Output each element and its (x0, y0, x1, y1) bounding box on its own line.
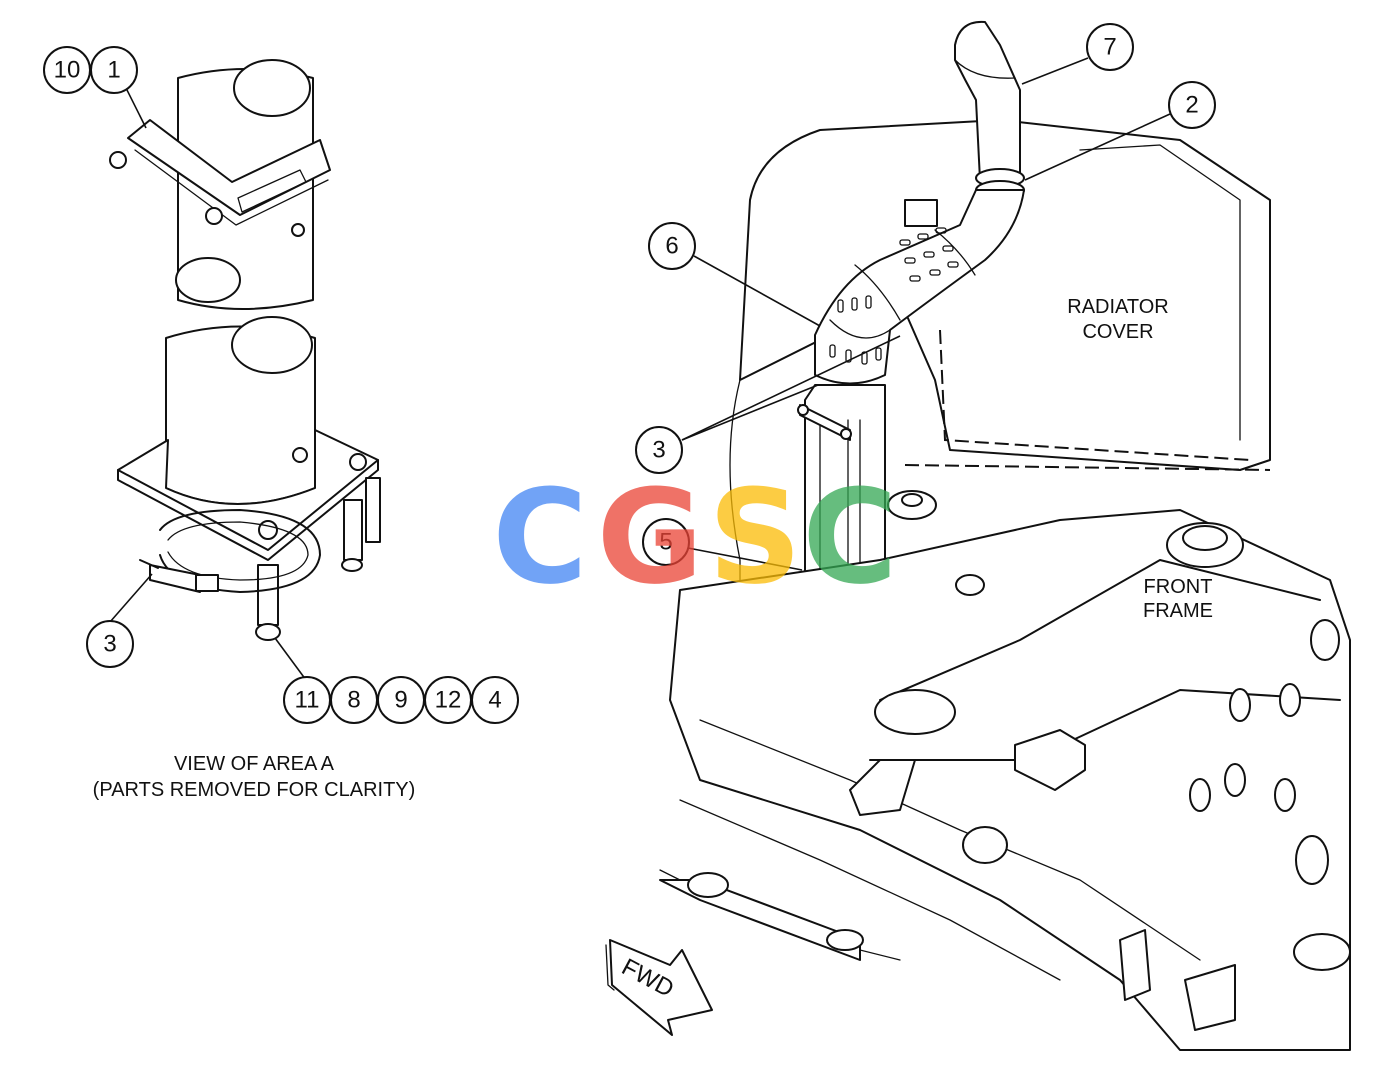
callout-9: 9 (377, 676, 425, 724)
callout-1: 1 (90, 46, 138, 94)
watermark-letter-3: S (708, 461, 802, 613)
engine-cover (729, 119, 1271, 741)
callout-9-number: 9 (394, 687, 407, 714)
detail-view-area-a: 10 1 3 11 8 9 12 4 VIEW OF AR (43, 46, 519, 801)
callout-12: 12 (424, 676, 472, 724)
callout-11-number: 11 (295, 687, 320, 714)
callout-12-number: 12 (435, 687, 462, 714)
perforated-elbow (814, 189, 1025, 385)
callout-4-number: 4 (488, 687, 501, 714)
callout-10: 10 (43, 46, 91, 94)
view-title: VIEW OF AREA A (174, 753, 335, 775)
callout-7-number: 7 (1103, 34, 1116, 61)
callout-3-detail-number: 3 (103, 631, 116, 658)
callout-8: 8 (330, 676, 378, 724)
callout-3-main-number: 3 (652, 437, 665, 464)
callout-10-number: 10 (54, 57, 81, 84)
front-frame-label-line2: FRAME (1143, 600, 1213, 622)
callout-11: 11 (283, 676, 331, 724)
radiator-cover-label-line2: COVER (1082, 321, 1153, 343)
callout-1-number: 1 (107, 57, 120, 84)
mounting-studs (255, 477, 381, 641)
perforation-slots (829, 227, 959, 365)
callout-3-detail: 3 (86, 620, 134, 668)
main-assembly-view: RADIATOR COVER (605, 20, 1351, 1051)
upper-bracket (109, 119, 331, 237)
watermark-letter-1: C (492, 461, 587, 613)
watermark-logo: C G S C (492, 461, 897, 613)
mounting-plate (117, 429, 379, 561)
callout-2-number: 2 (1185, 92, 1198, 119)
callout-8-number: 8 (347, 687, 360, 714)
watermark-letter-4: C (802, 461, 897, 613)
front-frame (659, 490, 1351, 1051)
callout-4: 4 (471, 676, 519, 724)
callout-5: 5 (642, 518, 690, 566)
v-band-clamp (139, 509, 321, 593)
callout-2: 2 (1168, 81, 1216, 129)
view-subtitle: (PARTS REMOVED FOR CLARITY) (93, 779, 416, 801)
front-frame-label-line1: FRONT (1144, 576, 1213, 598)
callout-6-number: 6 (665, 233, 678, 260)
watermark-letter-2: G (597, 461, 704, 613)
callout-7: 7 (1086, 23, 1134, 71)
callout-3-main: 3 (635, 426, 683, 474)
lower-cylinder (165, 316, 316, 505)
radiator-cover-label-line1: RADIATOR (1067, 296, 1169, 318)
callout-6: 6 (648, 222, 696, 270)
callout-5-number: 5 (659, 529, 672, 556)
fwd-arrow: FWD (605, 939, 713, 1036)
